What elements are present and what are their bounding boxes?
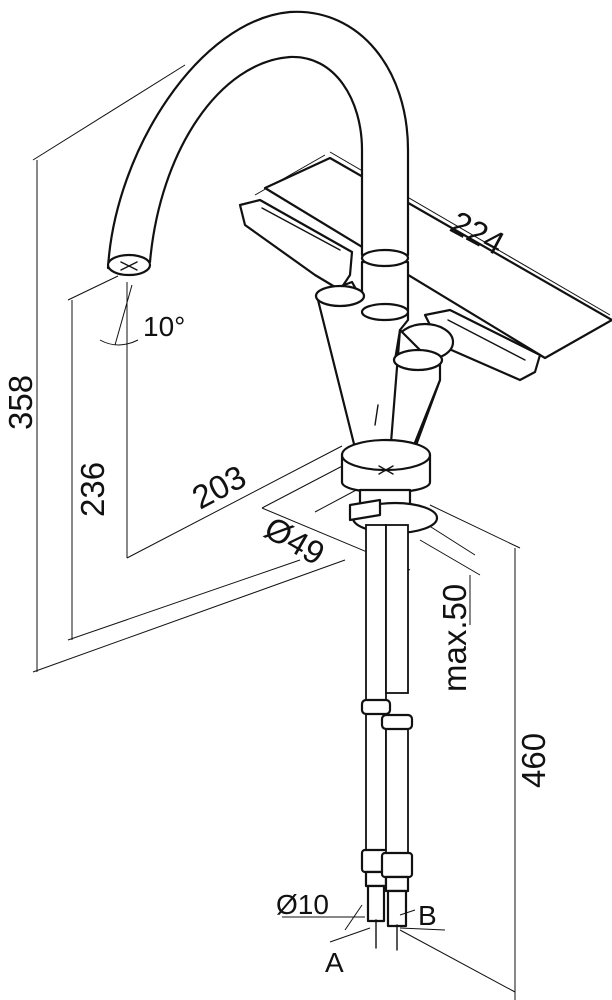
- dim-460-label: 460: [515, 733, 552, 788]
- spout: [106, 10, 410, 277]
- connection-a-label: A: [325, 947, 344, 978]
- angle-10-label: 10°: [143, 311, 185, 342]
- deck-plate: [263, 156, 612, 360]
- dim-max-50-label: max.50: [436, 584, 473, 692]
- faucet-body: [314, 248, 444, 457]
- hose-b: [380, 524, 414, 951]
- dim-diameter-10-label: Ø10: [276, 889, 329, 920]
- dim-203-label: 203: [186, 458, 252, 517]
- connection-b-label: B: [418, 900, 437, 931]
- base-ring: [340, 438, 439, 535]
- dim-236-label: 236: [74, 462, 111, 517]
- dim-358-label: 358: [2, 375, 39, 430]
- dim-diameter-49-label: Ø49: [259, 509, 332, 572]
- connection-leaders: [282, 904, 446, 943]
